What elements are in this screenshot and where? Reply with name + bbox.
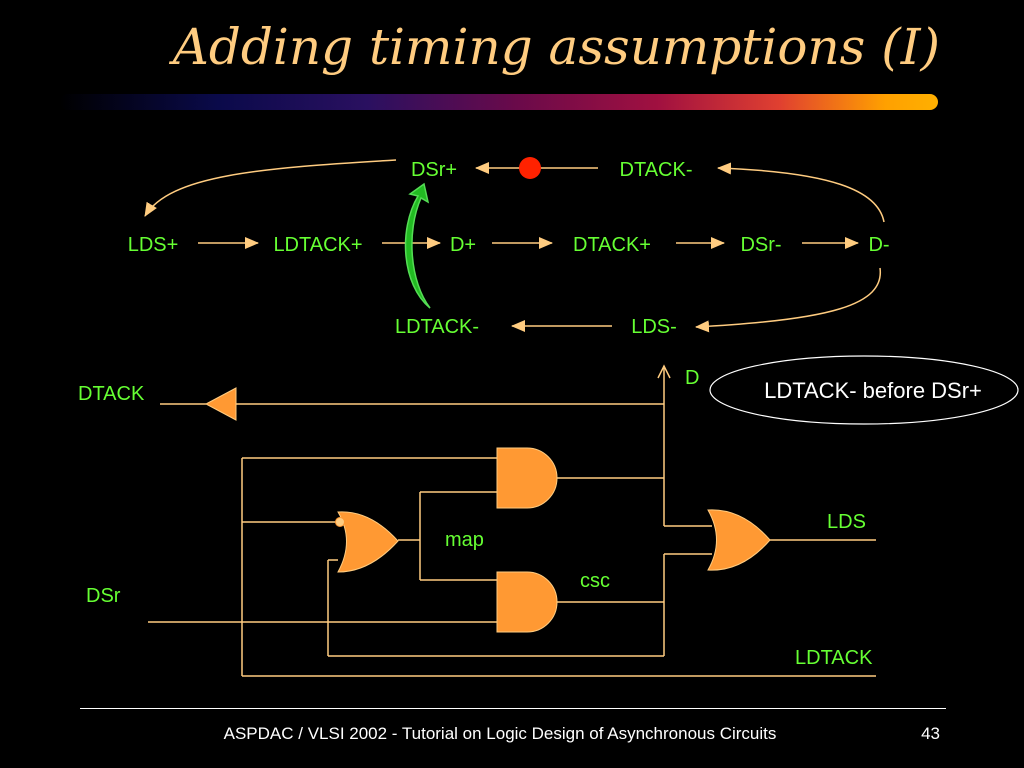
and-gate-2 <box>496 571 558 633</box>
node-dtack-plus: DTACK+ <box>573 234 651 256</box>
node-ldtack-plus: LDTACK+ <box>273 234 362 256</box>
node-ldtack-minus: LDTACK- <box>395 316 479 338</box>
circuit-schematic <box>148 364 876 677</box>
node-dsr-minus: DSr- <box>740 234 781 256</box>
node-lds-plus: LDS+ <box>128 234 179 256</box>
signal-d-label: D <box>685 367 699 389</box>
page-number: 43 <box>921 724 940 743</box>
inverter-bubble <box>335 517 345 527</box>
signal-ldtack-label: LDTACK <box>795 647 873 669</box>
arc-d-minus-to-dtack-minus <box>717 162 885 223</box>
node-lds-minus: LDS- <box>631 316 677 338</box>
title-divider-bar <box>60 94 938 110</box>
footer-rule <box>80 708 946 709</box>
or-gate-map <box>337 511 399 573</box>
signal-lds-label: LDS <box>827 511 866 533</box>
or-gate-lds <box>707 509 771 571</box>
callout-text: LDTACK- before DSr+ <box>764 378 982 403</box>
timing-assumption-arc <box>404 182 431 309</box>
stg-graph: DSr+ DTACK- LDS+ LDTACK+ D+ DTACK+ DSr- … <box>128 157 890 338</box>
arc-d-minus-to-lds-minus <box>695 267 881 333</box>
arc-dsr-plus-to-lds-plus <box>144 159 397 217</box>
callout-ellipse <box>709 355 1019 425</box>
and-gate-1 <box>496 447 558 509</box>
d-arrowhead <box>657 364 671 379</box>
footer-text: ASPDAC / VLSI 2002 - Tutorial on Logic D… <box>223 724 777 743</box>
slide-title: Adding timing assumptions (I) <box>172 18 940 76</box>
signal-dsr-label: DSr <box>86 585 121 607</box>
node-dsr-plus: DSr+ <box>411 159 457 181</box>
token-marking <box>519 157 541 179</box>
node-dtack-minus: DTACK- <box>620 159 693 181</box>
csc-label: csc <box>580 570 610 592</box>
node-d-plus: D+ <box>450 234 476 256</box>
dtack-buffer <box>204 387 237 421</box>
signal-dtack-label: DTACK <box>78 383 145 405</box>
gates <box>204 387 771 633</box>
node-d-minus: D- <box>868 234 889 256</box>
map-label: map <box>445 529 484 551</box>
